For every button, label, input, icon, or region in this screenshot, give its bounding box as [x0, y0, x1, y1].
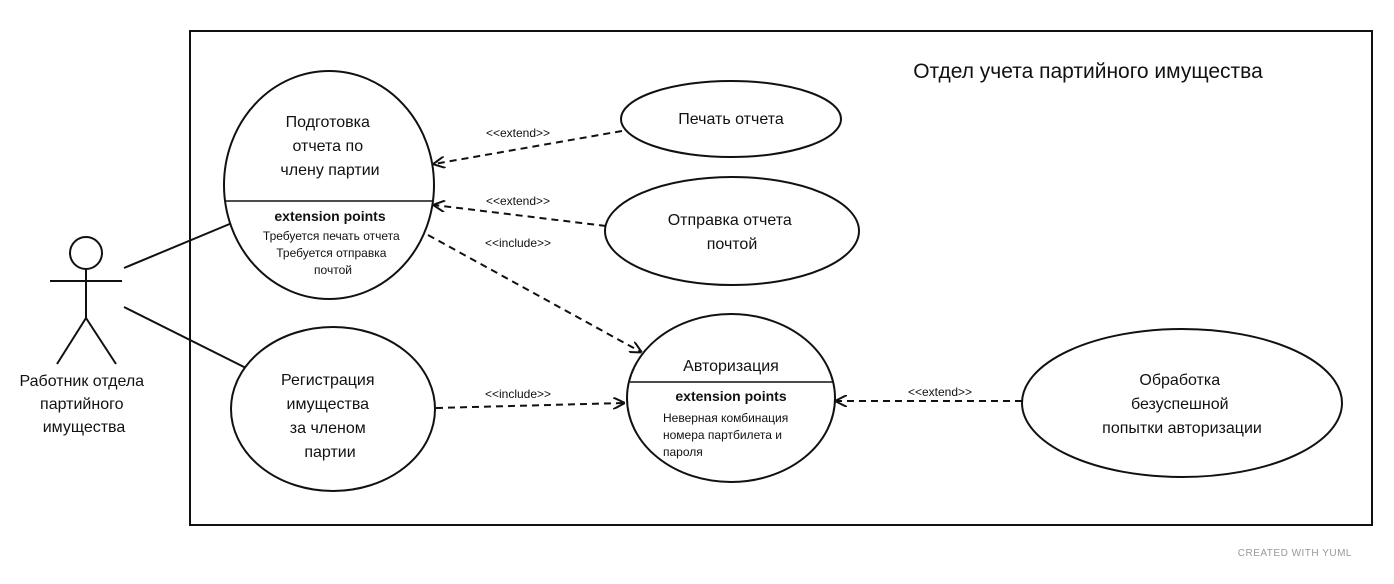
- use-case-title: Отправка отчета почтой: [668, 212, 797, 253]
- extension-point: Требуется отправка: [276, 246, 386, 260]
- extension-point: пароля: [663, 445, 703, 459]
- use-case-line: партии: [304, 444, 355, 461]
- extension-points-list: Требуется печать отчета Требуется отправ…: [263, 229, 403, 277]
- use-case-line: Регистрация: [281, 372, 375, 389]
- use-case-line: Печать отчета: [678, 111, 784, 128]
- actor-left-leg: [56, 317, 87, 365]
- use-case-title: Обработка безуспешной попытки авторизаци…: [1102, 372, 1262, 437]
- association-register-property: [123, 306, 249, 370]
- use-case-register-property[interactable]: Регистрация имущества за членом партии: [230, 326, 436, 492]
- include-arrow-register: [435, 403, 624, 408]
- relation-label-register-include: <<include>>: [485, 387, 551, 401]
- actor-label-line: партийного: [40, 396, 124, 413]
- relation-label-send-extend: <<extend>>: [486, 194, 550, 208]
- use-case-line: попытки авторизации: [1102, 420, 1262, 437]
- relation-label-failed-extend: <<extend>>: [908, 385, 972, 399]
- use-case-line: члену партии: [280, 162, 379, 179]
- use-case-prepare-report[interactable]: Подготовка отчета по члену партии extens…: [223, 70, 435, 300]
- use-case-line: Обработка: [1139, 372, 1220, 389]
- use-case-authorization[interactable]: Авторизация extension points Неверная ко…: [626, 313, 836, 483]
- actor-label-line: Работник отдела: [19, 373, 144, 390]
- system-title: Отдел учета партийного имущества: [913, 60, 1263, 83]
- use-case-title: Авторизация: [683, 358, 779, 375]
- use-case-title: Подготовка отчета по члену партии: [280, 114, 379, 179]
- extension-point: Неверная комбинация: [663, 411, 788, 425]
- include-arrow-prepare: [427, 234, 641, 352]
- extension-point: Требуется печать отчета: [263, 229, 400, 243]
- extension-point: номера партбилета и: [663, 428, 782, 442]
- use-case-print-report[interactable]: Печать отчета: [620, 80, 842, 158]
- system-boundary: [189, 30, 1373, 526]
- use-case-line: почтой: [707, 236, 758, 253]
- relation-label-print-extend: <<extend>>: [486, 126, 550, 140]
- use-case-line: за членом: [290, 420, 366, 437]
- extend-arrow-print: [434, 130, 623, 164]
- use-case-title: Регистрация имущества за членом партии: [281, 372, 379, 461]
- use-case-title: Печать отчета: [678, 111, 784, 128]
- use-case-line: имущества: [287, 396, 370, 413]
- extension-points-title: extension points: [675, 388, 786, 404]
- actor-label-line: имущества: [43, 419, 126, 436]
- actor-head: [69, 236, 103, 270]
- use-case-line: Авторизация: [683, 358, 779, 375]
- relation-label-prepare-include: <<include>>: [485, 236, 551, 250]
- actor-label: Работник отдела партийного имущества: [19, 373, 148, 436]
- association-prepare-report: [123, 222, 233, 269]
- actor-right-leg: [85, 317, 117, 365]
- extension-point: почтой: [314, 263, 352, 277]
- extension-points-list: Неверная комбинация номера партбилета и …: [663, 411, 792, 459]
- yuml-credit: CREATED WITH YUML: [1238, 548, 1352, 559]
- extend-arrow-send: [434, 205, 607, 227]
- use-case-line: безуспешной: [1131, 396, 1229, 413]
- use-case-line: Подготовка: [286, 114, 370, 131]
- use-case-failed-authorization[interactable]: Обработка безуспешной попытки авторизаци…: [1021, 328, 1343, 478]
- use-case-line: Отправка отчета: [668, 212, 792, 229]
- use-case-line: отчета по: [292, 138, 363, 155]
- actor[interactable]: Работник отдела партийного имущества: [19, 236, 148, 436]
- use-case-send-report[interactable]: Отправка отчета почтой: [604, 176, 860, 286]
- extension-points-title: extension points: [274, 208, 385, 224]
